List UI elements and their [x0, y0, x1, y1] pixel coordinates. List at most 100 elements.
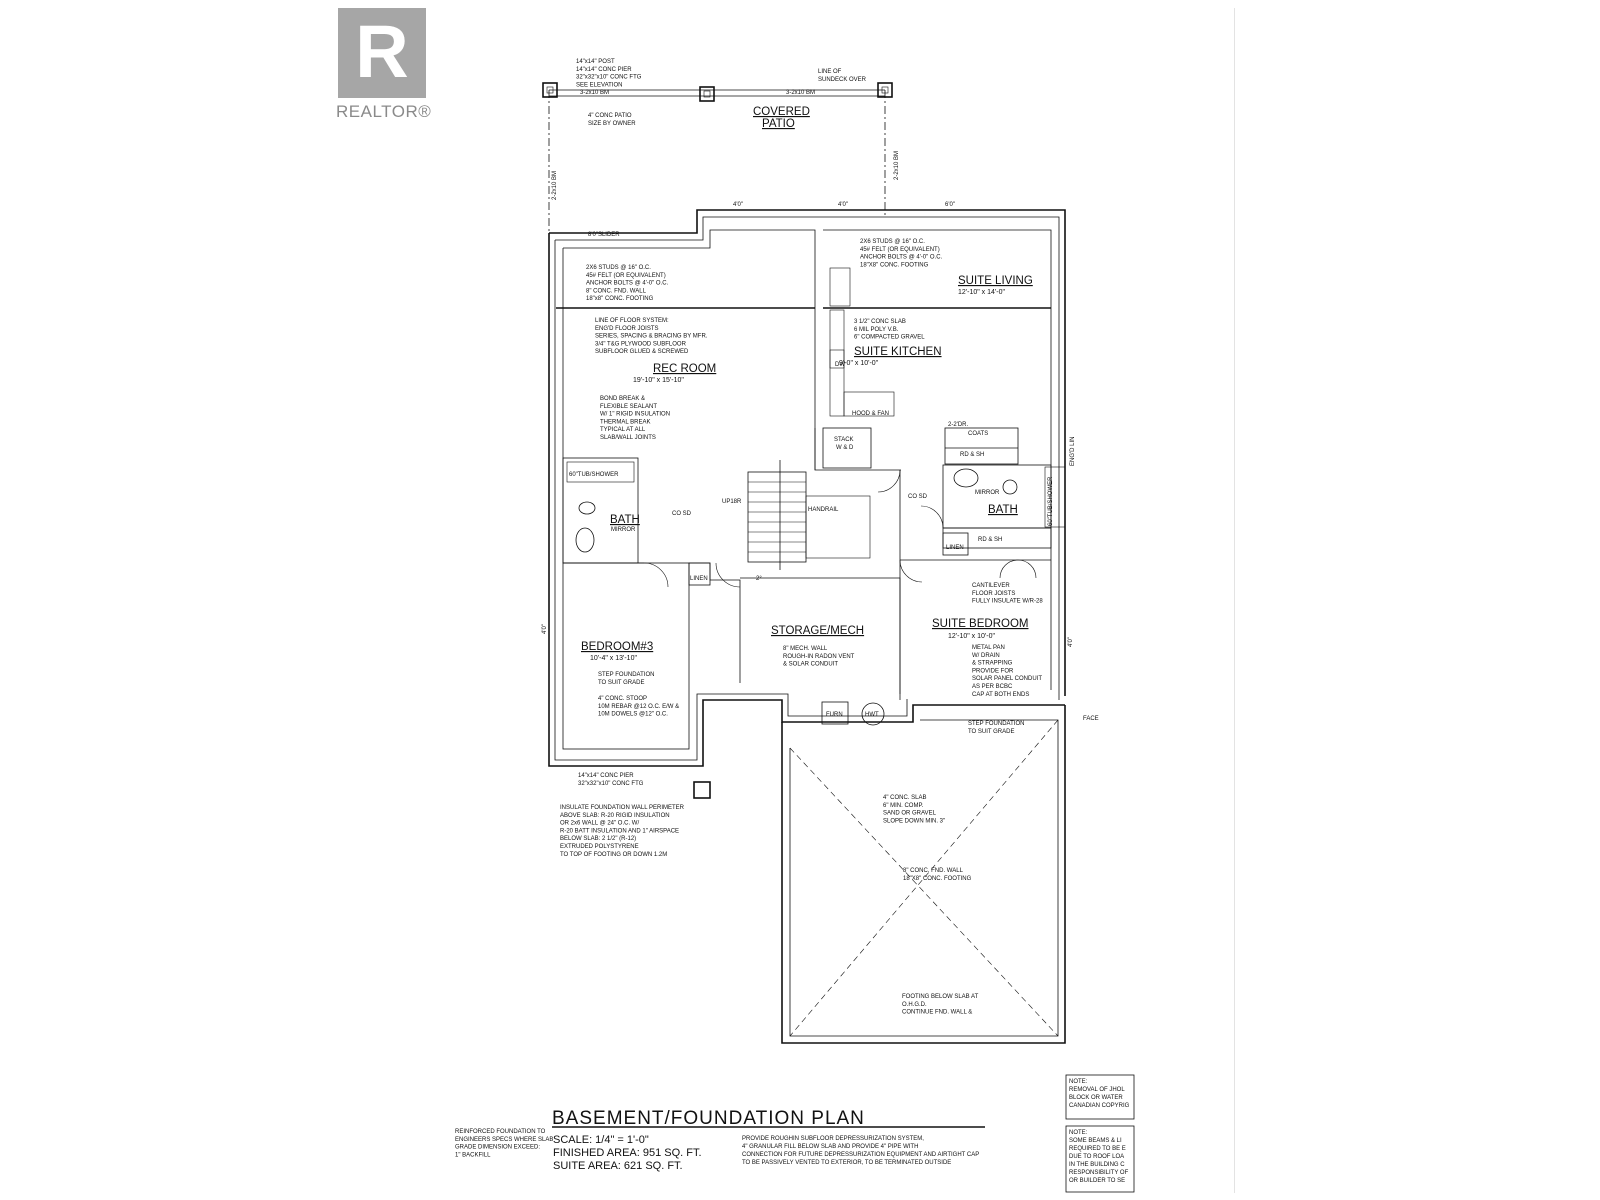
room-storage: STORAGE/MECH: [771, 625, 864, 637]
note-line: CAP AT BOTH ENDS: [972, 692, 1029, 698]
note-line: 14"x14" POST: [576, 59, 615, 65]
note-line: 3/4" T&G PLYWOOD SUBFLOOR: [595, 341, 687, 347]
room-rec-room-dim: 19'-10" x 15'-10": [633, 377, 684, 384]
note-post: 14"x14" POST 14"x14" CONC PIER 32"x32"x10"…: [576, 59, 642, 88]
note-line: FLOOR JOISTS: [972, 591, 1015, 597]
note-line: 14"x14" CONC PIER: [576, 67, 632, 73]
linen-right-closet: [942, 532, 969, 556]
room-suite-living: SUITE LIVING: [958, 275, 1033, 287]
label-up: UP18R: [722, 499, 742, 505]
note-line: 4" CONC. STOOP: [598, 696, 647, 702]
note-line: 2X6 STUDS @ 16" O.C.: [860, 239, 925, 245]
note-line: 45# FELT (OR EQUIVALENT): [860, 247, 940, 253]
note-line: PROVIDE ROUGHIN SUBFLOOR DEPRESSURIZATIO…: [742, 1136, 924, 1142]
note-line: BOND BREAK &: [600, 396, 645, 402]
note-line: AS PER BCBC: [972, 684, 1013, 690]
patio-post-mid: [699, 86, 715, 102]
patio-post-left: [542, 82, 558, 98]
note-line: O.H.G.D.: [902, 1002, 927, 1008]
label-window-3: 6'0": [945, 202, 955, 208]
note-line: EXTRUDED POLYSTYRENE: [560, 844, 639, 850]
note-line: TYPICAL AT ALL: [600, 427, 646, 433]
plan-title: BASEMENT/FOUNDATION PLAN: [552, 1108, 865, 1129]
note-radon: PROVIDE ROUGHIN SUBFLOOR DEPRESSURIZATIO…: [742, 1136, 979, 1166]
label-door-size: 2°: [756, 576, 762, 582]
patio-post-right: [877, 82, 893, 98]
note-line: SUBFLOOR GLUED & SCREWED: [595, 349, 689, 355]
room-suite-bedroom-dim: 12'-10" x 10'-0": [948, 633, 995, 640]
page-edge-line: [1234, 8, 1235, 1193]
room-bedroom3-dim: 10'-4" x 13'-10": [590, 655, 637, 662]
note-line: LINE OF: [818, 69, 842, 75]
note-line: CANTILEVER: [972, 583, 1010, 589]
label-linen-1: LINEN: [690, 576, 708, 582]
room-rec-room: REC ROOM: [653, 363, 716, 375]
room-bath-left: BATH: [610, 514, 640, 526]
label-face: FACE: [1083, 716, 1099, 722]
label-beam-2: 3-2x10 BM: [786, 90, 815, 96]
note-line: R-20 BATT INSULATION AND 1" AIRSPACE: [560, 828, 679, 834]
label-stack-2: W & D: [836, 445, 854, 451]
label-door-2x: 2-2'DR.: [948, 422, 968, 428]
note-line: NOTE:: [1069, 1130, 1088, 1136]
note-line: SLOPE DOWN MIN. 3": [883, 818, 945, 824]
note-line: INSULATE FOUNDATION WALL PERIMETER: [560, 805, 685, 811]
note-line: SEE ELEVATION: [576, 82, 622, 88]
note-line: ROUGH-IN RADON VENT: [783, 654, 855, 660]
label-tub-left: 60"TUB/SHOWER: [569, 472, 619, 478]
label-slider: 8'0"SLIDER: [588, 232, 620, 238]
note-line: 18"X8" CONC. FOOTING: [903, 876, 972, 882]
note-line: TO SUIT GRADE: [968, 729, 1014, 735]
note-line: GRADE DIMENSION EXCEED:: [455, 1145, 540, 1151]
note-line: BLOCK OR WATER: [1069, 1095, 1123, 1101]
note-line: SERIES, SPACING & BRACING BY MFR.: [595, 334, 708, 340]
hwt-circle: [861, 702, 885, 726]
note-line: FULLY INSULATE W/R-28: [972, 599, 1043, 605]
note-line: CANADIAN COPYRIG: [1069, 1103, 1130, 1109]
coats-closet: [944, 427, 1019, 465]
realtor-logo-text: REALTOR®: [336, 102, 432, 121]
note-line: FOOTING BELOW SLAB AT: [902, 994, 979, 1000]
label-window-1: 4'0": [733, 202, 743, 208]
plan-suite-area: SUITE AREA: 621 SQ. FT.: [553, 1160, 683, 1172]
plan-scale: SCALE: 1/4" = 1'-0": [553, 1134, 649, 1146]
note-line: ANCHOR BOLTS @ 4'-0" O.C.: [860, 255, 943, 261]
note-line: NOTE:: [1069, 1079, 1088, 1085]
label-hwt: HWT: [865, 712, 879, 718]
note-line: & SOLAR CONDUIT: [783, 662, 838, 668]
linen-left-closet: [688, 562, 711, 586]
stair-outline: [747, 471, 807, 563]
note-line: 1" BACKFILL: [455, 1152, 491, 1158]
conc-pier: [693, 781, 711, 799]
garage-outline: [781, 705, 1066, 1044]
fixture-labels: 60"TUB/SHOWER 60"TUB/SHOWER MIRROR MIRRO…: [542, 90, 1099, 722]
note-line: TO BE PASSIVELY VENTED TO EXTERIOR, TO B…: [742, 1160, 951, 1166]
label-co-sd-left: CO SD: [672, 511, 692, 517]
note-line: & STRAPPING: [972, 661, 1013, 667]
note-line: THERMAL BREAK: [600, 419, 650, 425]
label-mirror-left: MIRROR: [611, 527, 636, 533]
note-wall-left: 2X6 STUDS @ 16" O.C.45# FELT (OR EQUIVAL…: [586, 265, 669, 302]
note-line: STEP FOUNDATION: [598, 672, 654, 678]
note-line: 32"x32"x10" CONC FTG: [576, 75, 642, 81]
note-line: ANCHOR BOLTS @ 4'-0" O.C.: [586, 281, 669, 287]
label-co-sd-right: CO SD: [908, 494, 928, 500]
label-coats: COATS: [968, 431, 988, 437]
note-line: 18"x8" CONC. FOOTING: [586, 296, 654, 302]
note-line: 6" MIN. COMP.: [883, 803, 924, 809]
room-bath-right: BATH: [988, 504, 1018, 516]
note-line: 6 MIL POLY V.B.: [854, 327, 899, 333]
note-line: 4" GRANULAR FILL BELOW SLAB AND PROVIDE …: [742, 1144, 918, 1150]
